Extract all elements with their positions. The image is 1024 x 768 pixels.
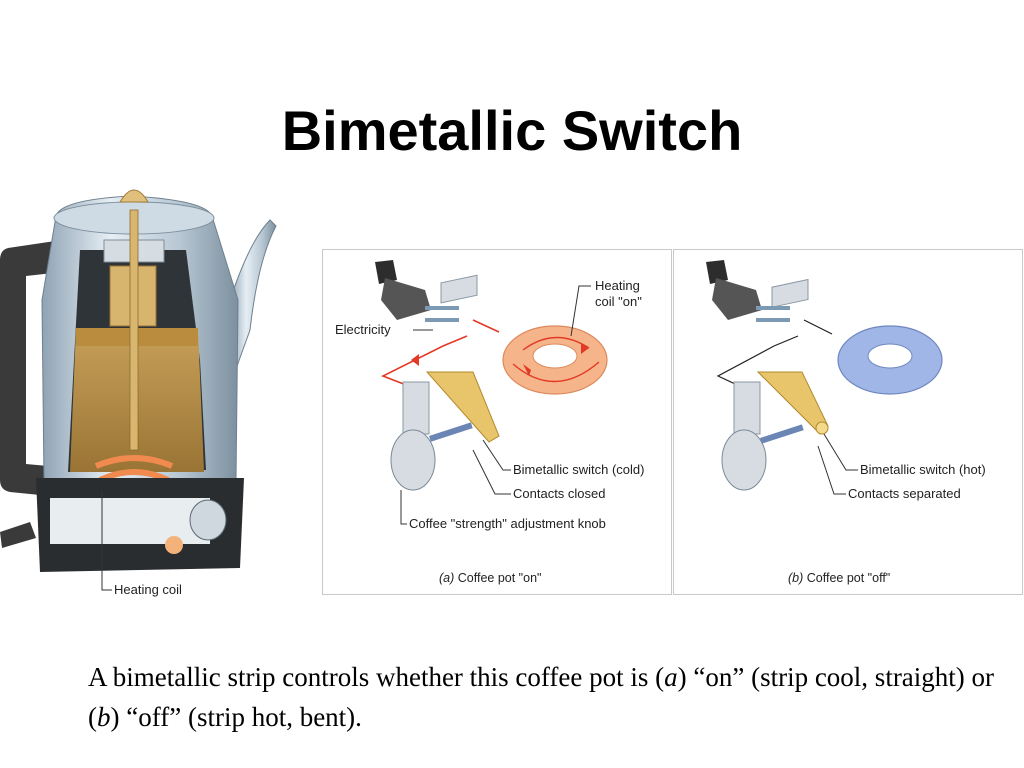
heating-coil-on <box>502 325 608 395</box>
plug-icon <box>706 260 809 322</box>
caption-b: (b) Coffee pot "off" <box>788 571 890 585</box>
heating-coil-off <box>837 325 943 395</box>
slide-caption: A bimetallic strip controls whether this… <box>88 662 995 732</box>
electricity-label: Electricity <box>335 322 391 337</box>
coffee-pot-illustration: Heating coil <box>0 189 277 597</box>
bimetallic-strip-straight <box>402 371 500 443</box>
caption-a: (a) Coffee pot "on" <box>439 571 541 585</box>
switch-label: Bimetallic switch (cold) <box>513 462 644 477</box>
heating-coil-label: Heating coil <box>114 582 182 597</box>
switch-label: Bimetallic switch (hot) <box>860 462 986 477</box>
diagram-panel-b: Bimetallic switch (hot) Contacts separat… <box>673 249 1023 595</box>
heating-coil-label: Heating <box>595 278 640 293</box>
diagram-panel-a: Heating coil "on" Electricity Bimetallic… <box>322 249 672 595</box>
contacts-label: Contacts separated <box>848 486 961 501</box>
pot-spout <box>229 219 277 381</box>
plug-icon <box>375 260 478 322</box>
adjustment-knob <box>721 424 804 491</box>
pot-handle <box>0 240 70 498</box>
adjustment-knob <box>390 422 473 491</box>
heating-coil-state-label: coil "on" <box>595 294 642 309</box>
contacts-label: Contacts closed <box>513 486 606 501</box>
slide-title: Bimetallic Switch <box>281 99 743 162</box>
knob-label: Coffee "strength" adjustment knob <box>409 516 606 531</box>
bimetallic-strip-bent <box>733 371 829 435</box>
